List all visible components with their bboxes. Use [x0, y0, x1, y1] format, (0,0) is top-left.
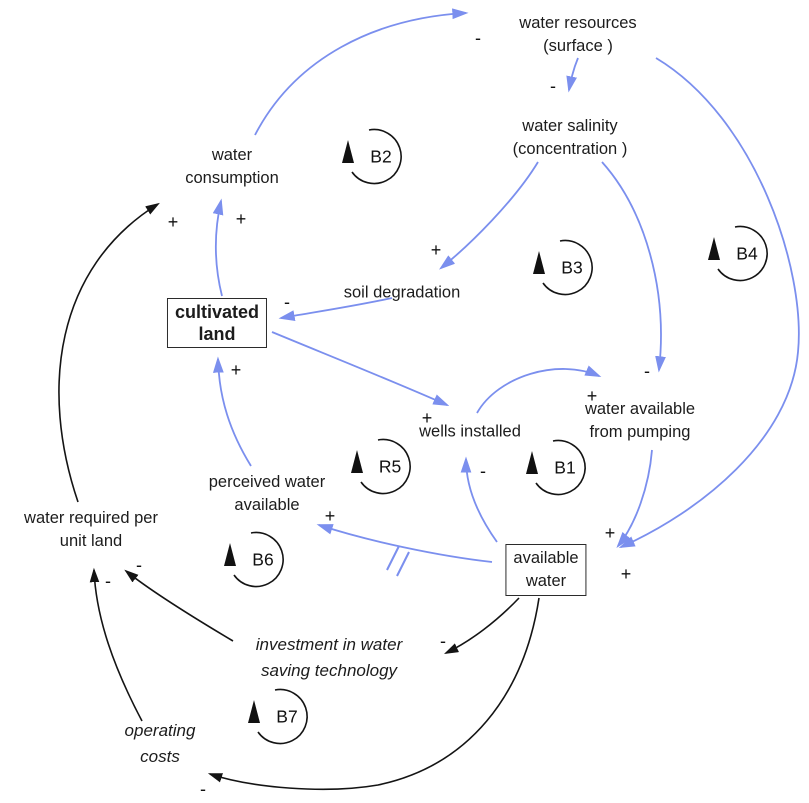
edge-cultivated-to-wells	[271, 331, 450, 407]
loop-label-b2: B2	[370, 146, 392, 167]
polarity-sign: -	[440, 631, 446, 651]
loop-label-b1: B1	[554, 457, 576, 478]
edge-operating-costs-to-water-required	[89, 567, 143, 722]
loop-b1-icon	[526, 439, 586, 496]
edge-available-water-to-investment	[443, 597, 520, 654]
polarity-sign: +	[167, 212, 179, 232]
node-cultivated-land: cultivated land	[166, 298, 268, 348]
polarity-sign: +	[235, 209, 247, 229]
node-perceived-water-available: perceived water available	[208, 473, 326, 514]
edge-soil-degradation-to-cultivated	[278, 297, 393, 321]
node-available-water: available water	[505, 544, 587, 596]
polarity-sign: +	[230, 360, 242, 380]
edge-water-required-to-consumption	[58, 202, 160, 503]
edge-resources-to-salinity	[566, 57, 579, 93]
edge-consumption-to-resources	[254, 8, 469, 136]
edge-available-water-to-operating-costs	[207, 597, 540, 791]
edge-investment-to-water-required	[124, 569, 234, 642]
polarity-sign: -	[105, 571, 111, 591]
edge-pumping-to-available-water	[616, 449, 653, 548]
polarity-sign: -	[550, 76, 556, 96]
loop-b7-icon	[248, 688, 308, 745]
node-soil-degradation: soil degradation	[343, 283, 461, 302]
node-investment-water-saving: investment in water saving technology	[255, 635, 403, 680]
polarity-sign: -	[200, 779, 206, 799]
polarity-sign: -	[475, 28, 481, 48]
node-water-resources: water resources (surface )	[519, 14, 637, 55]
node-water-salinity: water salinity (concentration )	[512, 117, 628, 158]
polarity-sign: -	[644, 361, 650, 381]
loop-b4-icon	[708, 225, 768, 282]
loop-label-b7: B7	[276, 706, 298, 727]
loop-label-r5: R5	[378, 456, 402, 477]
delay-mark-icon	[386, 545, 400, 571]
edge-available-water-to-perceived	[316, 524, 493, 563]
loop-r5-icon	[351, 438, 411, 495]
node-water-available-from-pumping: water available from pumping	[584, 400, 696, 441]
polarity-sign: -	[136, 555, 142, 575]
polarity-sign: +	[586, 386, 598, 406]
node-operating-costs: operating costs	[124, 721, 196, 766]
delay-mark-icon	[396, 551, 410, 577]
polarity-sign: -	[480, 461, 486, 481]
polarity-sign: +	[604, 523, 616, 543]
loop-b3-icon	[533, 239, 593, 296]
edge-wells-to-pumping	[476, 365, 602, 414]
loop-label-b6: B6	[252, 549, 274, 570]
edge-salinity-to-soil-degradation	[439, 161, 539, 270]
loop-b6-icon	[224, 531, 284, 588]
polarity-sign: +	[324, 506, 336, 526]
polarity-sign: +	[620, 564, 632, 584]
edge-resources-to-available-water	[618, 57, 800, 549]
node-wells-installed: wells installed	[419, 422, 521, 441]
loop-label-b3: B3	[561, 257, 583, 278]
polarity-sign: +	[421, 408, 433, 428]
polarity-sign: +	[430, 240, 442, 260]
polarity-sign: -	[284, 292, 290, 312]
node-water-consumption: water consumption	[185, 146, 279, 187]
loop-b2-icon	[342, 128, 402, 185]
edge-available-water-to-wells	[460, 456, 498, 543]
edge-salinity-to-pumping	[601, 161, 666, 373]
node-water-required-per-unit-land: water required per unit land	[24, 509, 158, 550]
loop-label-b4: B4	[736, 243, 758, 264]
edge-perceived-to-cultivated	[212, 356, 252, 467]
edge-cultivated-to-consumption	[212, 198, 224, 297]
